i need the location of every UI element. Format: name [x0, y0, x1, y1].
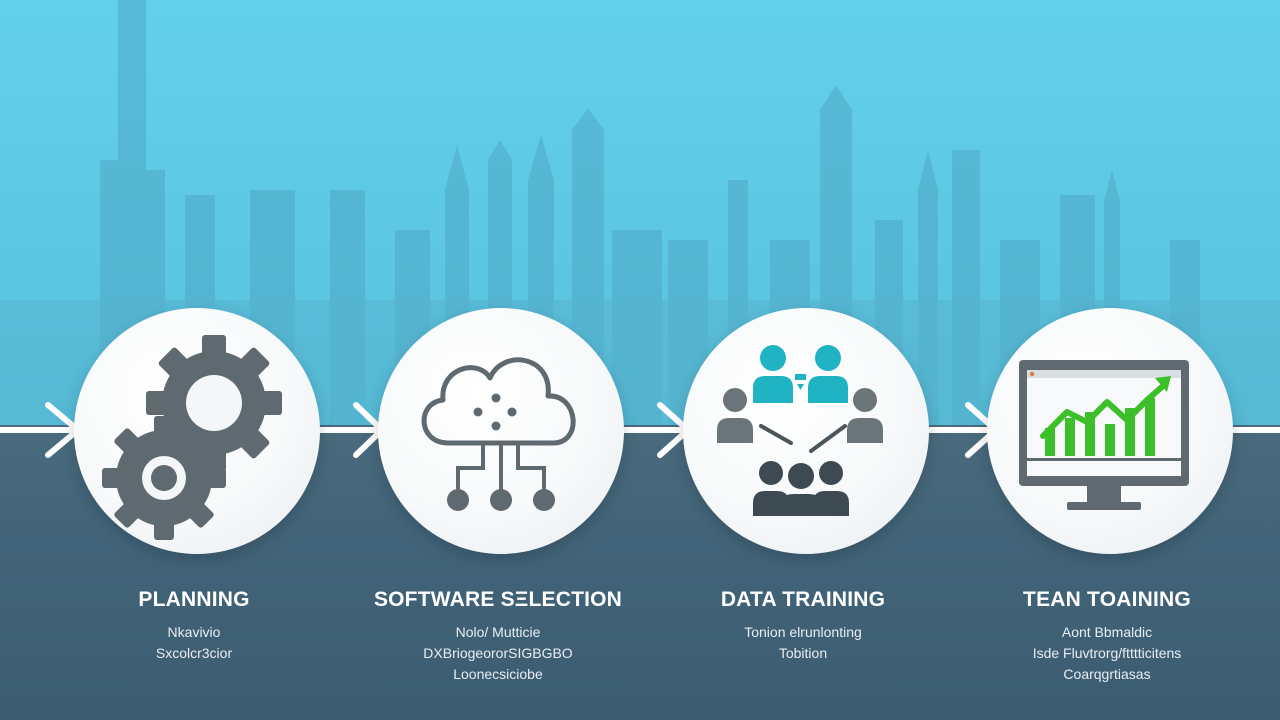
step-description: Nolo/ Mutticie DXBriogeororSIGBGBO Loone… — [338, 622, 658, 685]
growth-chart-monitor-icon — [1019, 360, 1189, 510]
step-data-training: DATA TRAINING Tonion elrunlonting Tobiti… — [643, 0, 963, 720]
step-description: Tonion elrunlonting Tobition — [643, 622, 963, 664]
step-title: PLANNING — [138, 588, 250, 611]
step-circle — [987, 308, 1233, 554]
step-circle — [683, 308, 929, 554]
step-description-line: Loonecsiciobe — [453, 666, 543, 682]
step-team-training: TEAN TOAINING Aont Bbmaldic Isde Fluvtro… — [947, 0, 1267, 720]
gears-icon — [102, 335, 282, 540]
step-description-line: Tobition — [778, 645, 828, 661]
step-description-line: DXBriogeororSIGBGBO — [423, 645, 573, 661]
step-description: Nkavivio Sxcolcr3cior — [34, 622, 354, 664]
step-description-line: Tonion elrunlonting — [744, 624, 862, 640]
step-title: SOFTWARE SΞLECTION — [373, 588, 623, 611]
step-planning: PLANNING Nkavivio Sxcolcr3cior — [34, 0, 354, 720]
step-description-line: Isde Fluvtrorg/ftttticitens — [1032, 645, 1182, 661]
step-description-line: Sxcolcr3cior — [155, 645, 233, 661]
step-description-line: Nkavivio — [167, 624, 221, 640]
step-description-line: Aont Bbmaldic — [1061, 624, 1153, 640]
cloud-network-icon — [421, 357, 576, 511]
people-network-icon — [717, 345, 883, 516]
step-circle — [378, 308, 624, 554]
step-description-line: Coarqgrtiasas — [1063, 666, 1151, 682]
step-description: Aont Bbmaldic Isde Fluvtrorg/ftttticiten… — [947, 622, 1267, 685]
step-circle — [74, 308, 320, 554]
step-description-line: Nolo/ Mutticie — [455, 624, 541, 640]
step-title: DATA TRAINING — [720, 588, 886, 611]
step-software-selection: SOFTWARE SΞLECTION Nolo/ Mutticie DXBrio… — [338, 0, 658, 720]
step-title: TEAN TOAINING — [1023, 588, 1191, 611]
